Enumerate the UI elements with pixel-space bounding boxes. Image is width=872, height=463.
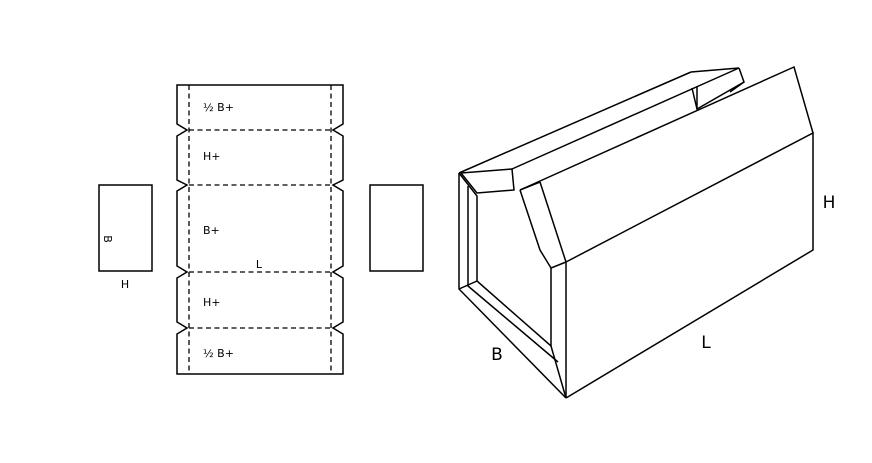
length-label-net: L	[256, 258, 263, 271]
box-label-l: L	[701, 333, 711, 353]
sleeve-net: ½ B+ H+ B+ L H+ ½ B+	[176, 84, 344, 375]
box-label-h: H	[823, 193, 836, 213]
panel-label-half-b-bottom: ½ B+	[203, 347, 234, 360]
right-end-panel	[369, 184, 424, 272]
panel-label-half-b-top: ½ B+	[203, 101, 234, 114]
end-panel-label-h: H	[121, 278, 129, 291]
assembled-box: B H L	[458, 65, 836, 399]
end-panel-label-b: B	[101, 235, 114, 243]
panel-label-h-bottom: H+	[203, 296, 221, 309]
panel-label-h-top: H+	[203, 150, 221, 163]
panel-label-b: B+	[203, 224, 220, 237]
left-end-panel: B H	[98, 184, 153, 291]
box-label-b: B	[491, 345, 503, 365]
